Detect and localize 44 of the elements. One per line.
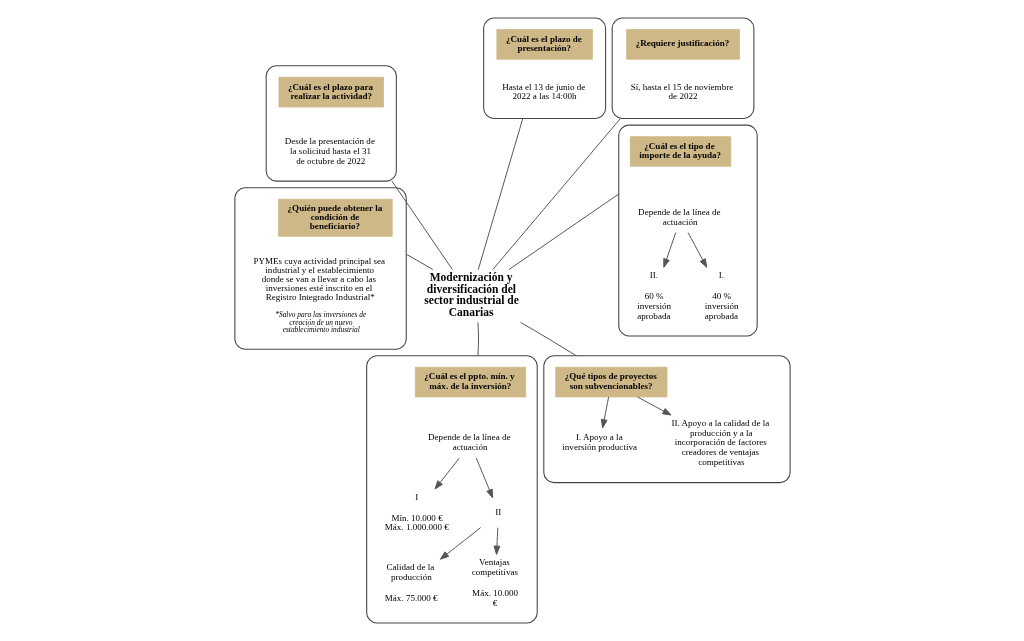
arrow	[662, 232, 676, 268]
node-text: Sí, hasta el 15 de noviembre de 2022	[630, 81, 733, 102]
cluster	[482, 17, 606, 120]
connector	[477, 118, 523, 271]
cluster	[233, 187, 407, 350]
node-text: Depende de la línea de actuación	[427, 432, 510, 453]
node-text: Ventajas competitivas Máx. 10.000 €	[471, 557, 518, 608]
node-text: II. 60 % inversión aprobada	[636, 270, 671, 321]
connector	[519, 321, 577, 357]
node-text: Calidad de la producción Máx. 75.000 €	[384, 561, 438, 603]
node-text: II. Apoyo a la calidad de la producción y a la incorporación de factores creadores de ventajas competitivas	[670, 417, 769, 468]
node-text: I Mín. 10.000 € Máx. 1.000.000 €	[384, 491, 449, 533]
node-text: II	[494, 507, 501, 518]
cluster	[265, 65, 397, 182]
arrow	[600, 396, 609, 429]
node-text: Depende de la línea de actuación	[637, 207, 721, 228]
node-text: Desde la presentación de la solicitud hasta el 31 de octubre de 2022	[284, 135, 375, 166]
connector	[491, 118, 621, 271]
node-box: ¿Cuál es el plazo de presentación?	[495, 29, 593, 60]
arrow	[493, 527, 500, 555]
node-box: ¿Quién puede obtener la condición de beneficiario?	[277, 198, 393, 237]
cluster	[617, 124, 758, 337]
connector	[391, 180, 453, 270]
node-text: I. Apoyo a la inversión productiva	[561, 432, 637, 453]
node-text: I. 40 % inversión aprobada	[704, 270, 739, 321]
node-text: Modernización y diversificación del sector industrial de Canarias	[423, 271, 519, 318]
connector	[476, 321, 479, 357]
node-box: ¿Cuál es el plazo para realizar la actividad?	[278, 76, 384, 108]
node-box: ¿Cuál es el ppto. mín. y máx. de la inversión?	[414, 366, 526, 398]
node-box: ¿Qué tipos de proyectos son subvencionables?	[554, 366, 667, 398]
cluster	[542, 355, 791, 484]
arrow	[687, 232, 707, 268]
cluster	[365, 355, 538, 624]
node-box: ¿Requiere justificación?	[625, 29, 740, 60]
connector	[405, 253, 433, 271]
arrow	[433, 457, 460, 490]
arrow	[636, 396, 672, 416]
connector	[508, 193, 619, 270]
arrow	[439, 527, 481, 560]
node-box: ¿Cuál es el tipo de importe de la ayuda?	[629, 136, 731, 167]
node-text: Hasta el 13 de junio de 2022 a las 14:00h	[501, 81, 585, 102]
arrow	[475, 457, 493, 499]
node-text: PYMEs cuya actividad principal sea industrial y el establecimiento donde se van a llevar a cabo las inversiones esté inscrito en el Registro Integrado Industrial* *Salvo para las inversiones de creación de un nuevo establecimiento industrial	[252, 256, 385, 335]
cluster	[611, 17, 754, 120]
